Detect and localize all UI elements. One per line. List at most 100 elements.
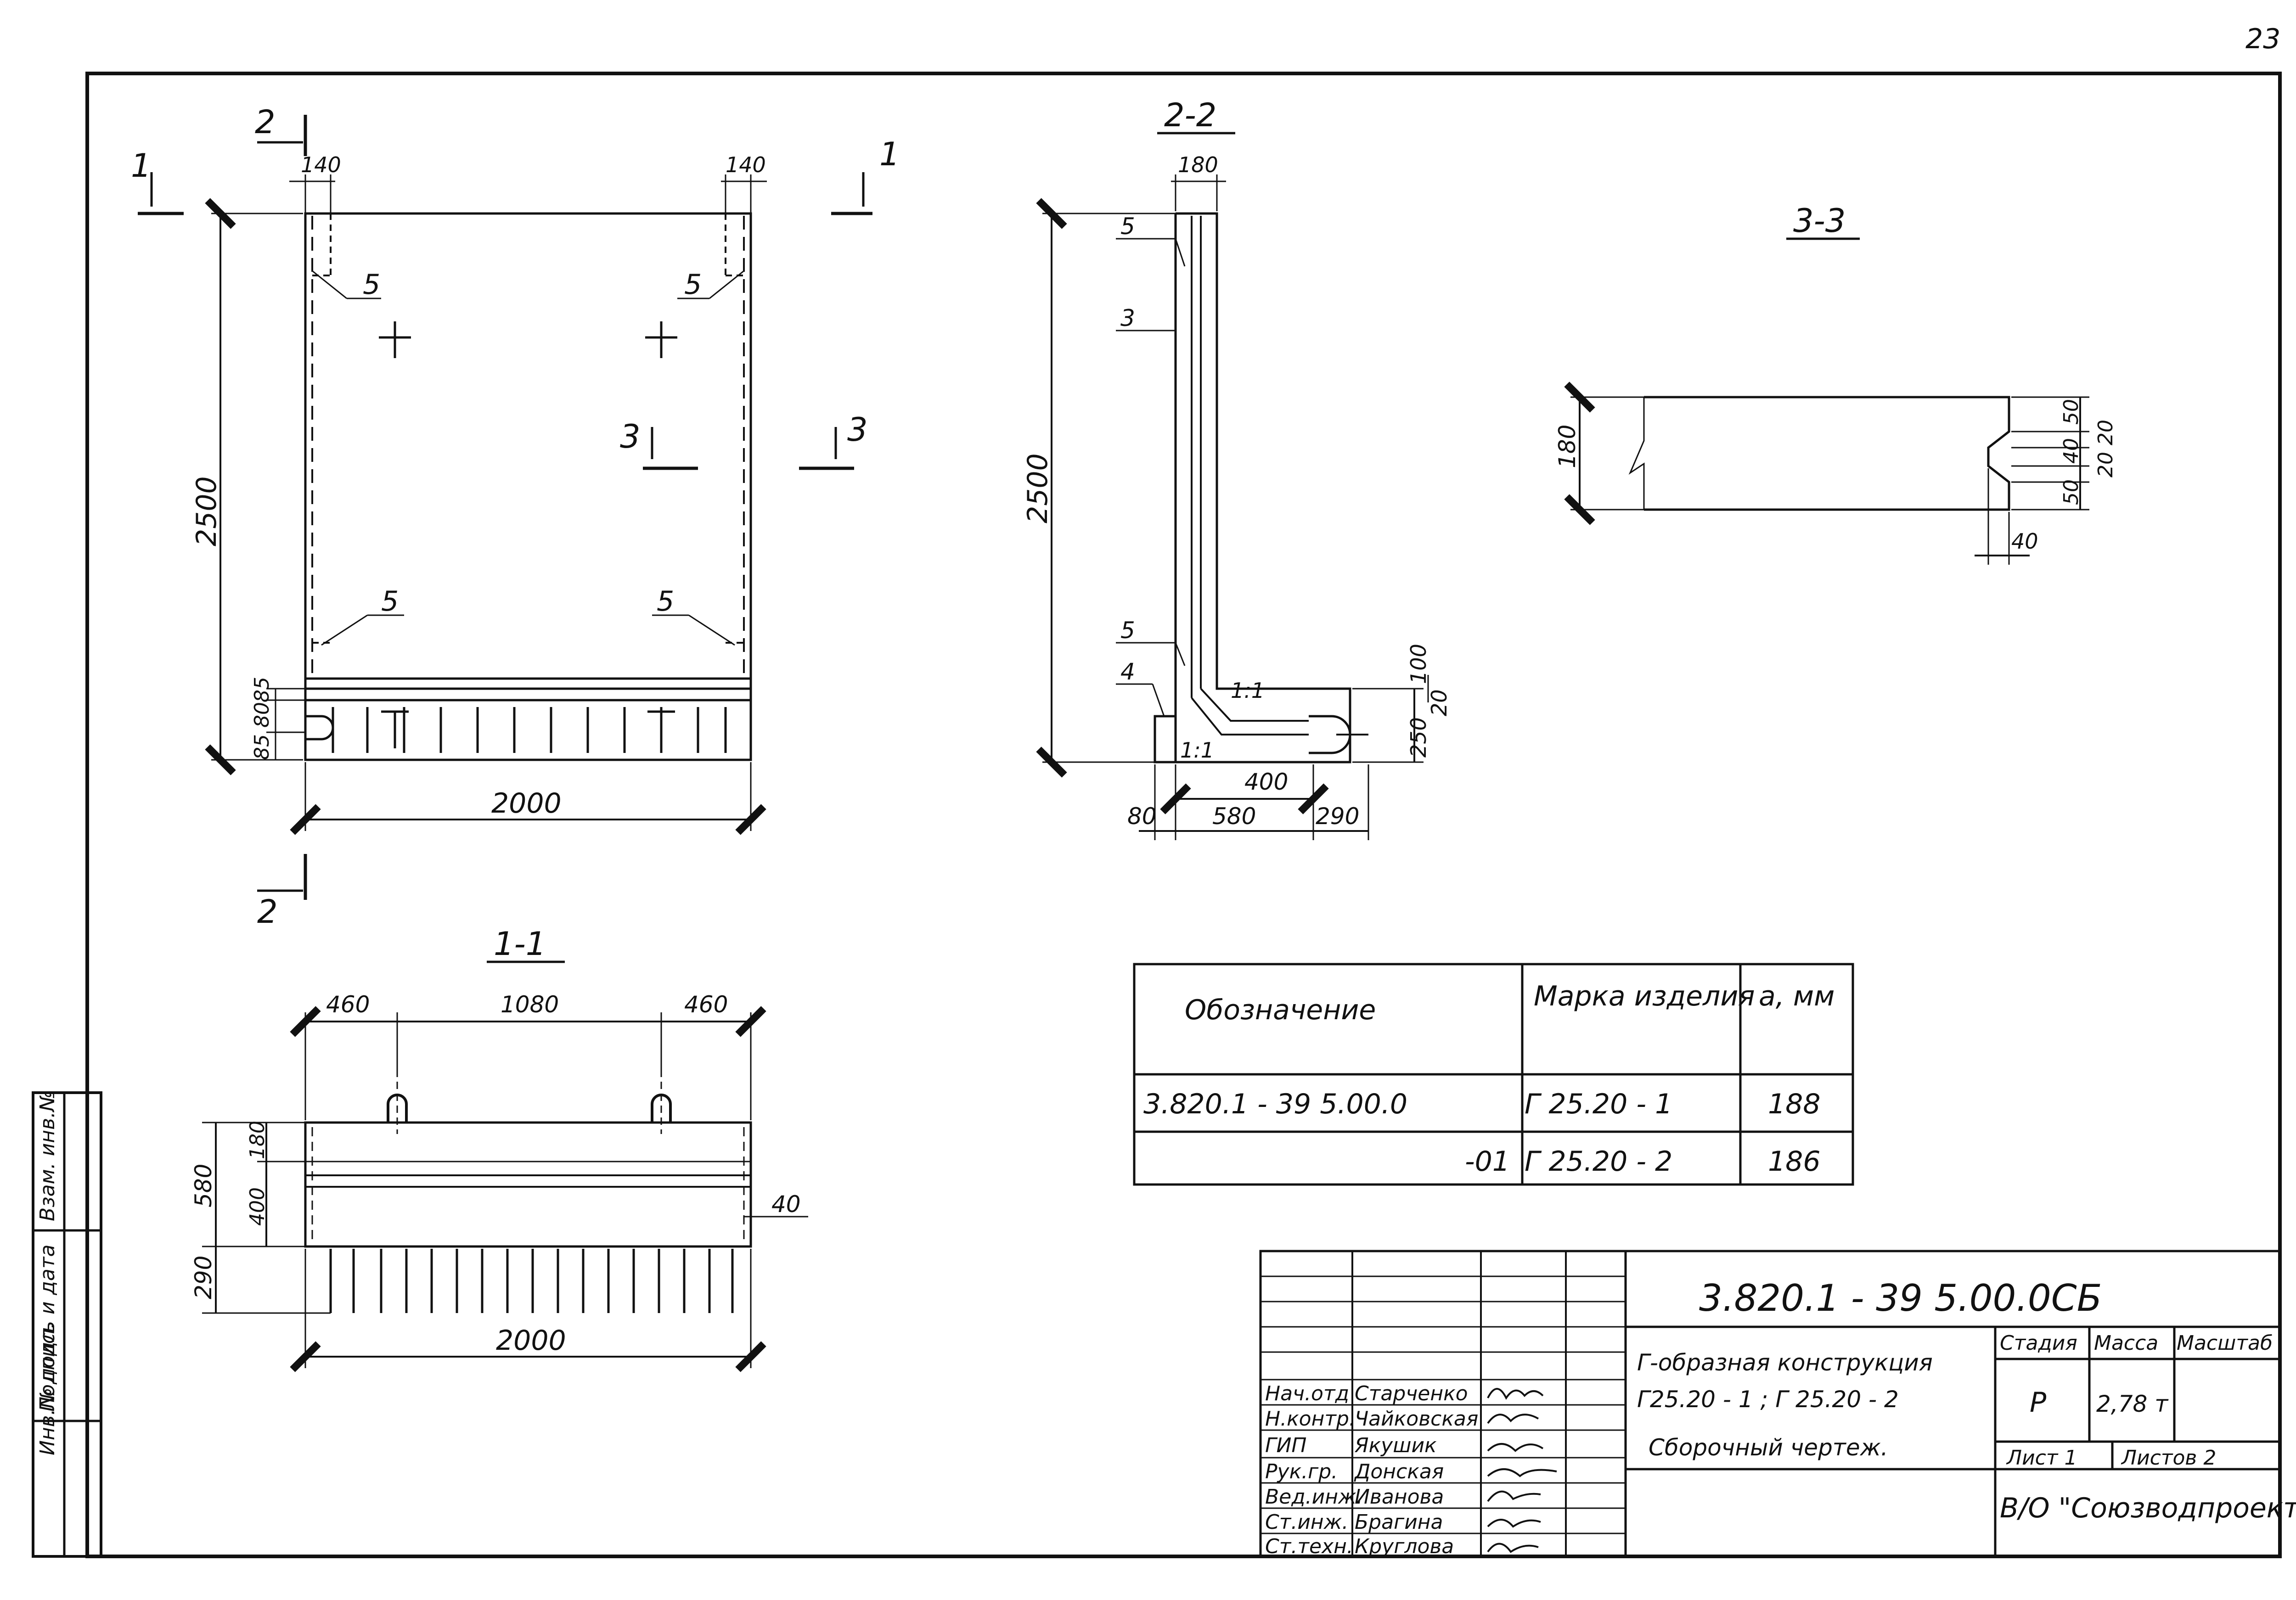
dim-s11-460b: 460 (684, 991, 728, 1018)
stage-value: Р (2030, 1387, 2047, 1419)
dim-s33-40a: 40 (2060, 438, 2083, 464)
spec-header-designation: Обозначение (1185, 994, 1376, 1026)
organization: В/О "Союзводпроект" (2000, 1492, 2296, 1524)
spec-row2-designation: -01 (1465, 1145, 1510, 1178)
mass-label: Масса (2094, 1331, 2158, 1355)
spec-table (1133, 963, 1854, 1186)
role-6: Ст.инж. (1265, 1510, 1348, 1534)
s22-item-4: 4 (1120, 658, 1135, 685)
plan-item-5-tl: 5 (363, 269, 380, 301)
dim-s33-20a: 20 (2094, 420, 2117, 445)
dim-s22-250: 250 (1406, 717, 1431, 758)
role-5: Вед.инж. (1265, 1485, 1363, 1509)
dim-s11-2000: 2000 (496, 1325, 566, 1357)
slope-upper: 1:1 (1231, 678, 1265, 703)
cut-marker-1-left: 1 (131, 147, 152, 185)
name-3: Якушик (1354, 1434, 1437, 1457)
spec-header-a: a, мм (1759, 980, 1835, 1012)
dim-s22-580: 580 (1212, 803, 1256, 830)
cut-marker-2-bottom: 2 (257, 893, 278, 931)
dim-s22-290: 290 (1316, 803, 1359, 830)
mass-value: 2,78 т (2096, 1391, 2169, 1417)
spec-row1-mark: Г 25.20 - 1 (1525, 1088, 1672, 1120)
section-1-1 (202, 960, 808, 1372)
dim-s33-20b: 20 (2094, 452, 2117, 477)
dim-s33-40b: 40 (2011, 529, 2038, 554)
role-2: Н.контр. (1265, 1407, 1356, 1431)
dim-s11-580: 580 (190, 1164, 217, 1207)
section-2-2-title: 2-2 (1164, 96, 1216, 134)
name-6: Брагина (1355, 1510, 1443, 1534)
sheet-label: Лист 1 (2006, 1446, 2077, 1470)
dim-s22-400: 400 (1244, 769, 1288, 795)
section-2-2-labels: 2-2 180 2500 400 80 580 290 100 20 250 1… (1022, 96, 1452, 830)
spec-table-text: Обозначение Марка изделия a, мм 3.820.1 … (1143, 980, 1835, 1178)
slope-lower: 1:1 (1180, 738, 1214, 763)
dim-s22-80: 80 (1127, 803, 1157, 830)
plan-labels: 1 1 2 2 3 3 140 140 2500 2000 85 80 85 5… (131, 103, 900, 931)
title-line-2: Г25.20 - 1 ; Г 25.20 - 2 (1637, 1386, 1899, 1413)
dim-plan-140-right: 140 (726, 152, 766, 177)
spec-header-mark: Марка изделия (1534, 980, 1755, 1012)
title-block (1259, 1250, 2281, 1558)
role-4: Рук.гр. (1265, 1460, 1338, 1483)
role-7: Ст.техн. (1265, 1535, 1353, 1558)
dim-s22-2500: 2500 (1022, 453, 1054, 523)
dim-s33-50b: 50 (2060, 479, 2083, 505)
dim-s33-180: 180 (1554, 425, 1581, 468)
role-1: Нач.отд (1265, 1382, 1349, 1405)
s22-item-3: 3 (1120, 305, 1135, 331)
dim-plan-140-left: 140 (301, 152, 341, 177)
name-4: Донская (1354, 1460, 1444, 1483)
title-line-3: Сборочный чертеж. (1649, 1434, 1888, 1461)
s22-item-5-top: 5 (1120, 213, 1135, 240)
spec-row2-mark: Г 25.20 - 2 (1525, 1145, 1672, 1178)
page-number: 23 (2245, 23, 2280, 55)
dim-s22-20: 20 (1427, 689, 1452, 716)
section-3-3 (1564, 237, 2089, 565)
spec-row1-designation: 3.820.1 - 39 5.00.0 (1143, 1088, 1407, 1120)
cut-marker-3-right: 3 (847, 411, 868, 449)
dim-s33-50a: 50 (2060, 399, 2083, 425)
section-1-1-labels: 1-1 460 1080 460 180 580 400 290 40 2000 (190, 925, 801, 1357)
name-2: Чайковская (1355, 1407, 1478, 1431)
doc-code: 3.820.1 - 39 5.00.0СБ (1699, 1277, 2102, 1319)
dim-s11-460a: 460 (326, 991, 370, 1018)
plan-view (138, 115, 872, 900)
stage-label: Стадия (2000, 1331, 2077, 1355)
signatures (1487, 1388, 1557, 1553)
dim-s22-100: 100 (1406, 644, 1431, 684)
spec-row2-a: 186 (1768, 1145, 1821, 1178)
plan-item-5-bl: 5 (381, 585, 399, 618)
section-3-3-title: 3-3 (1793, 202, 1846, 240)
role-3: ГИП (1265, 1434, 1307, 1457)
sheets-label: Листов 2 (2121, 1446, 2216, 1470)
section-1-1-title: 1-1 (494, 925, 546, 963)
scale-label: Масштаб (2177, 1331, 2273, 1355)
side-stamp-cell-2: Подпись и дата (36, 1245, 59, 1412)
section-2-2 (1036, 132, 1429, 840)
dim-s22-180: 180 (1178, 152, 1218, 177)
dim-s11-1080: 1080 (501, 991, 559, 1018)
title-block-text: 3.820.1 - 39 5.00.0СБ Г-образная констру… (1265, 1277, 2296, 1558)
side-stamp-cell-1: Взам. инв.№ (36, 1090, 59, 1221)
dim-plan-2000: 2000 (491, 787, 562, 820)
dim-s11-40: 40 (771, 1191, 801, 1218)
side-stamp (32, 1091, 102, 1558)
dim-s11-400: 400 (246, 1187, 269, 1226)
dim-plan-85b: 85 (250, 677, 274, 702)
cut-marker-3-left: 3 (620, 418, 641, 455)
plan-item-5-tr: 5 (684, 269, 702, 301)
dim-s11-290: 290 (190, 1256, 217, 1299)
s22-item-5-bottom: 5 (1120, 617, 1135, 644)
dim-plan-85a: 85 (250, 734, 274, 760)
plan-item-5-br: 5 (657, 585, 674, 618)
name-5: Иванова (1355, 1485, 1444, 1509)
cut-marker-2-top: 2 (255, 103, 276, 141)
name-1: Старченко (1355, 1382, 1468, 1405)
dim-plan-80: 80 (250, 702, 274, 728)
cut-marker-1-right: 1 (879, 135, 900, 173)
dim-plan-2500: 2500 (191, 476, 223, 546)
title-line-1: Г-образная конструкция (1637, 1349, 1933, 1376)
